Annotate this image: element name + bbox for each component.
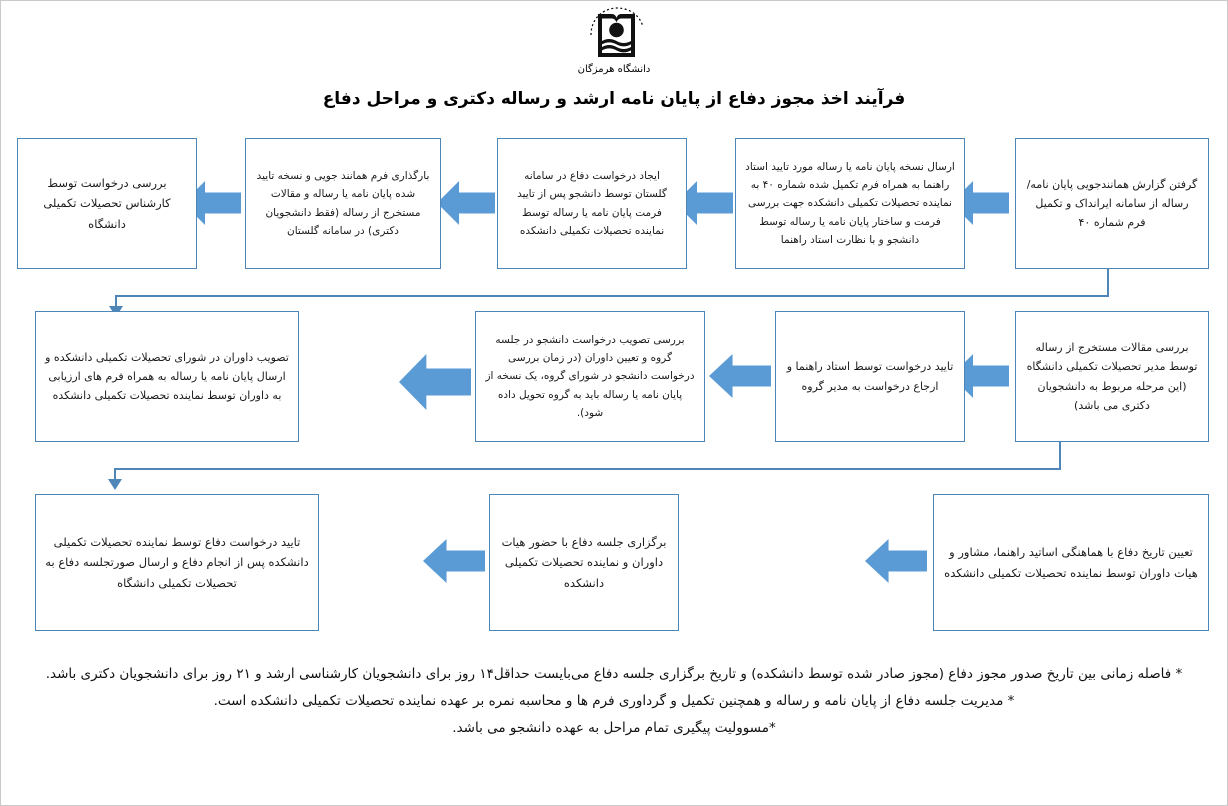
flow-box-step-3: ایجاد درخواست دفاع در سامانه گلستان توسط… [497,138,687,269]
footnote-3: *مسوولیت پیگیری تمام مراحل به عهده دانشج… [452,720,776,736]
down-arrowhead-icon [108,479,122,490]
flow-box-step-3-text: ایجاد درخواست دفاع در سامانه گلستان توسط… [517,169,667,237]
elbow-connector-icon [114,468,1061,470]
flow-box-step-1: گرفتن گزارش همانندجویی پایان نامه/ رساله… [1015,138,1209,269]
footnotes-block: * فاصله زمانی بین تاریخ صدور مجوز دفاع (… [25,661,1203,742]
flow-box-step-7: تایید درخواست توسط استاد راهنما و ارجاع … [775,311,965,442]
flow-box-step-5: بررسی درخواست توسط کارشناس تحصیلات تکمیل… [17,138,197,269]
university-book-emblem-icon [571,5,657,63]
flow-box-step-8-text: بررسی تصویب درخواست دانشجو در جلسه گروه … [485,333,695,420]
flow-box-step-4-text: بارگذاری فرم همانند جویی و نسخه تایید شد… [256,169,430,237]
flow-box-step-1-text: گرفتن گزارش همانندجویی پایان نامه/ رساله… [1026,177,1198,230]
left-arrow-icon [437,181,495,225]
left-arrow-icon [865,539,927,583]
flow-box-step-6-text: بررسی مقالات مستخرج از رساله توسط مدیر ت… [1026,341,1198,412]
page-title: فرآیند اخذ مجوز دفاع از پایان نامه ارشد … [322,89,906,109]
flow-box-step-6: بررسی مقالات مستخرج از رساله توسط مدیر ت… [1015,311,1209,442]
elbow-connector-icon [1059,442,1061,470]
left-arrow-icon [423,539,485,583]
flow-box-step-9-text: تصویب داوران در شورای تحصیلات تکمیلی دان… [45,350,289,403]
flow-box-step-10-text: تعیین تاریخ دفاع با هماهنگی اساتید راهنم… [944,545,1198,580]
footnote-1: * فاصله زمانی بین تاریخ صدور مجوز دفاع (… [45,666,1183,682]
elbow-connector-icon [114,468,116,482]
elbow-connector-icon [1107,269,1109,297]
flow-box-step-2: ارسال نسخه پایان نامه یا رساله مورد تایی… [735,138,965,269]
flow-box-step-10: تعیین تاریخ دفاع با هماهنگی اساتید راهنم… [933,494,1209,631]
header-logo-block: دانشگاه هرمزگان [1,5,1227,75]
footnote-2: * مدیریت جلسه دفاع از پایان نامه و رساله… [213,693,1015,709]
logo-caption: دانشگاه هرمزگان [577,64,651,75]
elbow-connector-icon [115,295,1109,297]
flow-box-step-7-text: تایید درخواست توسط استاد راهنما و ارجاع … [786,360,954,393]
flow-box-step-12: تایید درخواست دفاع توسط نماینده تحصیلات … [35,494,319,631]
flow-box-step-11-text: برگزاری جلسه دفاع با حضور هیات داوران و … [501,535,667,590]
flow-box-step-12-text: تایید درخواست دفاع توسط نماینده تحصیلات … [45,535,309,590]
left-arrow-icon [709,354,771,398]
elbow-connector-icon [115,295,117,309]
flow-box-step-4: بارگذاری فرم همانند جویی و نسخه تایید شد… [245,138,441,269]
flow-box-step-9: تصویب داوران در شورای تحصیلات تکمیلی دان… [35,311,299,442]
flow-box-step-11: برگزاری جلسه دفاع با حضور هیات داوران و … [489,494,679,631]
flow-box-step-5-text: بررسی درخواست توسط کارشناس تحصیلات تکمیل… [43,176,171,231]
flow-box-step-8: بررسی تصویب درخواست دانشجو در جلسه گروه … [475,311,705,442]
flow-box-step-2-text: ارسال نسخه پایان نامه یا رساله مورد تایی… [745,160,955,247]
left-arrow-icon [399,354,471,410]
